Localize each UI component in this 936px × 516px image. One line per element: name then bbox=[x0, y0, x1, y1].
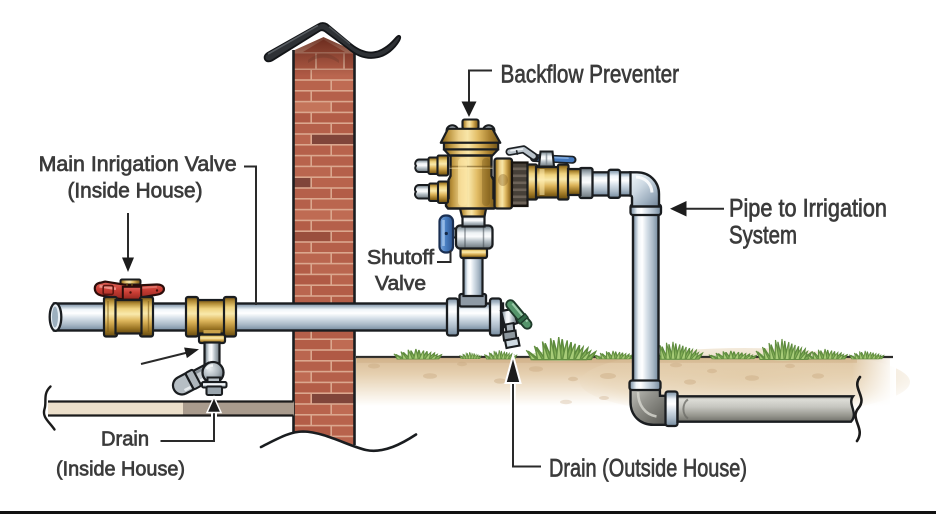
svg-text:Valve: Valve bbox=[375, 273, 426, 295]
svg-text:Drain: Drain bbox=[101, 429, 149, 451]
svg-text:Drain (Outside House): Drain (Outside House) bbox=[549, 455, 747, 483]
svg-text:Shutoff: Shutoff bbox=[367, 247, 434, 269]
svg-text:Main Inrigation Valve: Main Inrigation Valve bbox=[39, 153, 237, 176]
svg-text:Pipe to Irrigation: Pipe to Irrigation bbox=[729, 195, 887, 223]
svg-text:(Inside House): (Inside House) bbox=[68, 180, 203, 203]
svg-text:System: System bbox=[729, 222, 797, 250]
svg-text:(Inside House): (Inside House) bbox=[56, 459, 185, 481]
svg-text:Backflow Preventer: Backflow Preventer bbox=[501, 61, 680, 89]
